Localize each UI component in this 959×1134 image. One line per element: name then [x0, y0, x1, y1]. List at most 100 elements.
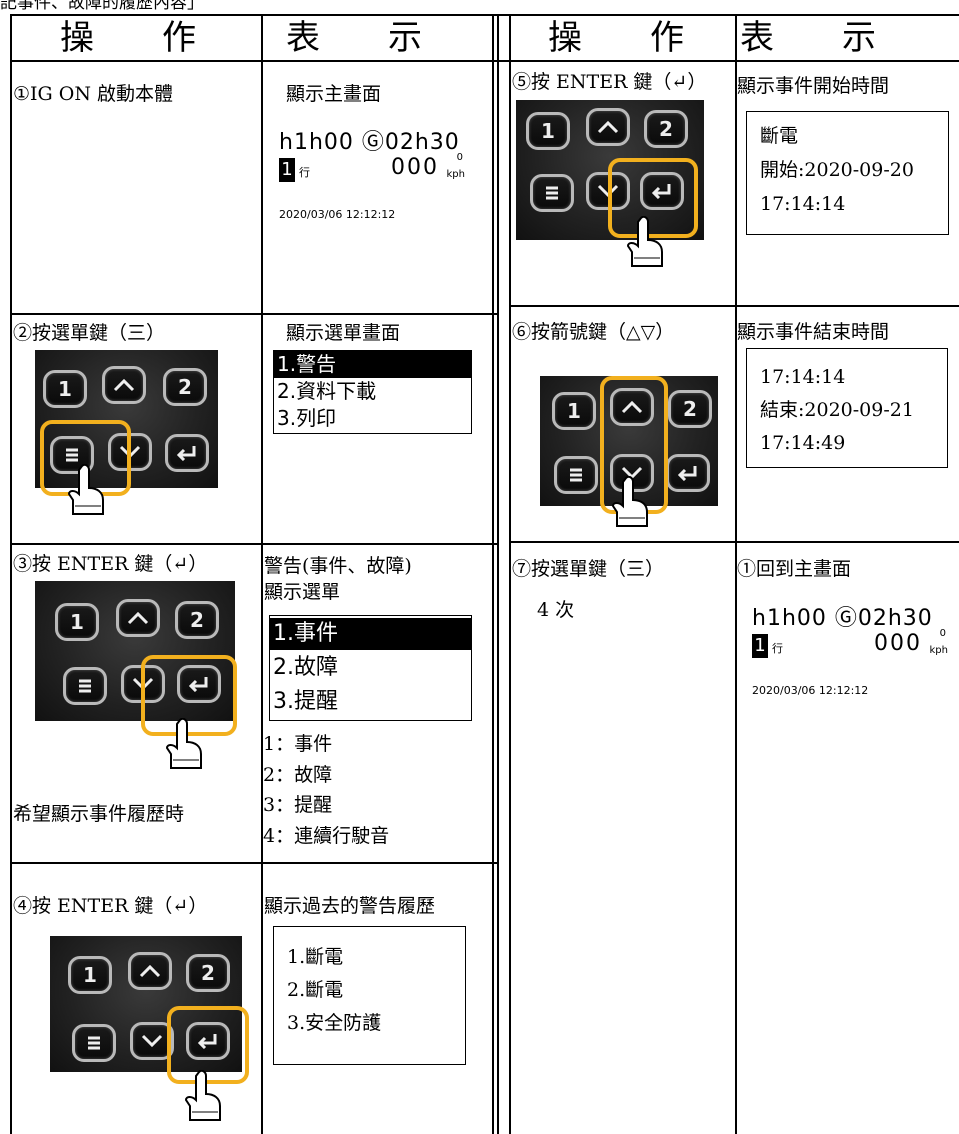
history-item: 3.安全防護 — [287, 1012, 382, 1034]
table-border — [10, 543, 498, 545]
legend-item: 1：事件 — [263, 733, 333, 755]
driver-badge: 1 — [752, 634, 768, 658]
table-border — [497, 14, 499, 1134]
history-item: 1.斷電 — [287, 946, 344, 968]
legend-item: 3：提醒 — [263, 794, 333, 816]
table-border — [509, 305, 959, 307]
step6-display-label: 顯示事件結束時間 — [737, 321, 890, 343]
highlight-enter-key — [167, 1006, 249, 1084]
table-border — [10, 14, 12, 1134]
step3-display-line1: 警告(事件、故障) — [264, 555, 412, 577]
warning-menu-screen: 1.事件 2.故障 3.提醒 — [269, 615, 472, 721]
step1-display-label: 顯示主畫面 — [286, 83, 382, 105]
highlight-enter-key — [608, 158, 698, 238]
menu-item: 2.資料下載 — [277, 379, 377, 403]
screen-datetime: 2020/03/06 12:12:12 — [752, 684, 869, 697]
event-start-date: 開始:2020-09-20 — [760, 159, 914, 181]
enter-icon — [186, 1022, 230, 1060]
main-screen: h1h00 Ⓖ02h30 1 行 000 0 kph 2020/03/06 12… — [752, 600, 948, 700]
event-start-box: 斷電 開始:2020-09-20 17:14:14 — [746, 111, 949, 235]
keypad-photo: 1 2 — [35, 581, 235, 721]
table-border — [10, 14, 959, 16]
step4-display-label: 顯示過去的警告履歷 — [264, 895, 436, 917]
up-arrow-icon — [102, 366, 146, 404]
step2-operation: ②按選單鍵（三） — [13, 322, 166, 344]
step6-operation: ⑥按箭號鍵（△▽） — [512, 321, 675, 343]
enter-icon — [165, 434, 209, 472]
finger-pointer-icon — [67, 464, 104, 515]
up-arrow-icon — [610, 388, 654, 426]
enter-icon — [177, 665, 221, 703]
step7-display-label: ①回到主畫面 — [737, 558, 852, 580]
step1-operation: ①IG ON 啟動本體 — [13, 83, 173, 105]
highlight-enter-key — [141, 655, 237, 736]
step5-operation: ⑤按 ENTER 鍵（↵） — [512, 71, 707, 93]
menu-item: 1.警告 — [274, 351, 471, 378]
table-border — [492, 14, 494, 1134]
screen-time-line: h1h00 Ⓖ02h30 — [752, 606, 933, 631]
table-border — [735, 14, 737, 1134]
driver-badge: 1 — [279, 158, 295, 182]
event-end-start-time: 17:14:14 — [760, 366, 846, 388]
event-end-box: 17:14:14 結束:2020-09-21 17:14:49 — [746, 348, 948, 468]
step7-operation: ⑦按選單鍵（三） — [512, 558, 665, 580]
key-1: 1 — [526, 112, 570, 150]
warning-history-list: 1.斷電 2.斷電 3.安全防護 — [273, 926, 466, 1065]
finger-pointer-icon — [626, 216, 663, 267]
step3-display-line2: 顯示選單 — [264, 581, 341, 603]
menu-icon — [530, 174, 574, 212]
up-arrow-icon — [116, 599, 160, 637]
menu-item: 2.故障 — [273, 655, 338, 680]
key-1: 1 — [68, 956, 112, 994]
step5-display-label: 顯示事件開始時間 — [737, 75, 890, 97]
table-border — [261, 14, 263, 1134]
menu-icon — [72, 1024, 116, 1062]
keypad-photo: 1 2 — [35, 350, 218, 488]
legend-item: 4：連續行駛音 — [263, 825, 390, 847]
table-border — [509, 541, 959, 543]
speed-unit: kph — [929, 645, 948, 656]
event-start-time: 17:14:14 — [760, 193, 846, 215]
finger-pointer-icon — [184, 1070, 221, 1121]
table-border — [10, 60, 959, 62]
menu-item: 3.提醒 — [273, 689, 338, 714]
table-border — [509, 14, 511, 1134]
screen-time-line: h1h00 Ⓖ02h30 — [279, 130, 460, 155]
menu-item: 1.事件 — [270, 618, 471, 650]
main-menu-screen: 1.警告 2.資料下載 3.列印 — [273, 350, 472, 434]
table-border — [10, 862, 498, 864]
keypad-photo: 1 2 — [516, 100, 704, 240]
key-2: 2 — [175, 601, 219, 639]
caption: 記事件、故障的履歷內容」 — [0, 0, 204, 13]
down-arrow-icon — [130, 1022, 174, 1060]
key-2: 2 — [644, 110, 688, 148]
key-2: 2 — [186, 954, 230, 992]
header-operation: 操 作 — [548, 18, 684, 58]
status-char: 行 — [772, 642, 783, 655]
speed-value: 000 — [391, 155, 439, 180]
key-1: 1 — [55, 603, 99, 641]
step2-display-label: 顯示選單畫面 — [286, 322, 401, 344]
up-arrow-icon — [128, 952, 172, 990]
event-end-date: 結束:2020-09-21 — [760, 399, 914, 421]
table-border — [10, 313, 498, 315]
speed-superscript: 0 — [939, 628, 946, 639]
speed-superscript: 0 — [456, 152, 463, 163]
main-screen: h1h00 Ⓖ02h30 1 行 000 0 kph 2020/03/06 12… — [279, 124, 465, 224]
finger-pointer-icon — [165, 718, 202, 769]
step3-note: 希望顯示事件履歷時 — [13, 803, 185, 825]
legend-item: 2：故障 — [263, 764, 333, 786]
menu-icon — [50, 436, 94, 474]
screen-datetime: 2020/03/06 12:12:12 — [279, 208, 396, 221]
menu-icon — [63, 667, 107, 705]
up-arrow-icon — [586, 108, 630, 146]
step3-operation: ③按 ENTER 鍵（↵） — [13, 553, 208, 575]
keypad-photo: 1 2 — [50, 936, 242, 1072]
header-display: 表 示 — [740, 18, 876, 58]
header-operation: 操 作 — [60, 18, 196, 58]
event-end-time: 17:14:49 — [760, 432, 846, 454]
enter-icon — [640, 172, 684, 210]
header-display: 表 示 — [286, 18, 422, 58]
event-type: 斷電 — [760, 125, 799, 147]
enter-icon — [666, 454, 710, 492]
